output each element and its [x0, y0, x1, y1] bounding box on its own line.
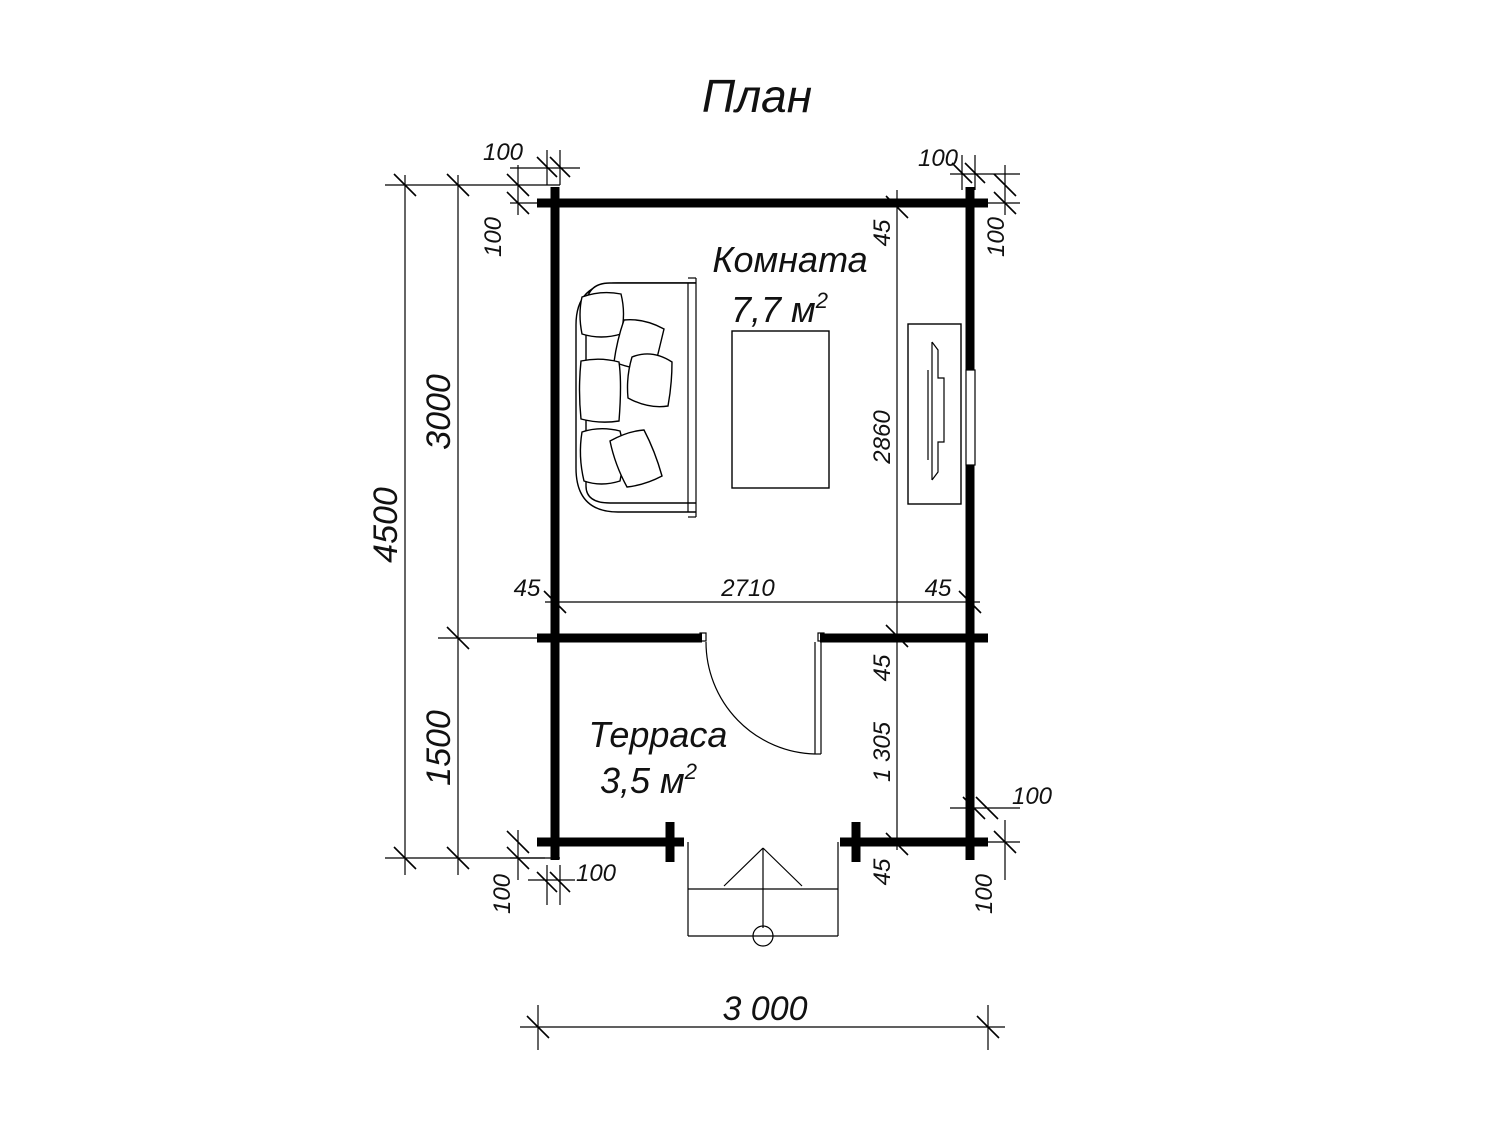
- dim-inner-terrace-height: 1 305: [869, 721, 896, 782]
- dim-wall-mid-inner: 45: [869, 654, 896, 681]
- door: [699, 632, 825, 755]
- dim-offset-br-bottom: 100: [971, 873, 998, 914]
- dim-offset-tl-top: 100: [483, 139, 524, 166]
- walls: [537, 187, 988, 862]
- coffee-table-icon: [731, 330, 830, 489]
- dim-terrace-height: 1500: [420, 710, 458, 786]
- door-jamb-right: [817, 632, 825, 642]
- dim-offset-bl-side: 100: [489, 873, 516, 914]
- plan-title: План: [702, 70, 812, 122]
- dimension-lines: [385, 150, 1020, 1050]
- dim-offset-br-side: 100: [1012, 783, 1053, 810]
- entrance-steps: [687, 842, 839, 947]
- sofa-icon: [575, 277, 697, 518]
- dim-offset-tr-side: 100: [983, 216, 1010, 257]
- window: [965, 369, 976, 466]
- dim-total-width: 3 000: [722, 990, 807, 1028]
- dim-wall-right-inner: 45: [925, 575, 952, 602]
- entrance-marker-icon: [752, 925, 774, 947]
- dim-inner-width: 2710: [720, 575, 775, 602]
- dim-wall-top-inner: 45: [869, 219, 896, 246]
- room-name: Комната: [712, 239, 867, 280]
- terrace-name: Терраса: [589, 714, 728, 755]
- room-area: 7,7 м2: [731, 288, 828, 330]
- door-swing-arc: [705, 641, 816, 755]
- dim-offset-tl-side: 100: [480, 216, 507, 257]
- dim-room-height: 3000: [420, 374, 458, 450]
- terrace-area: 3,5 м2: [600, 759, 697, 801]
- tv-cabinet-icon: [907, 323, 962, 505]
- dim-inner-room-height: 2860: [869, 410, 896, 465]
- dim-wall-left-inner: 45: [514, 575, 541, 602]
- dim-wall-bottom-inner: 45: [869, 858, 896, 885]
- dim-offset-bl-bottom: 100: [576, 860, 617, 887]
- dim-total-height: 4500: [367, 487, 405, 563]
- dim-offset-tr-top: 100: [918, 145, 959, 172]
- door-jamb-left: [699, 632, 707, 642]
